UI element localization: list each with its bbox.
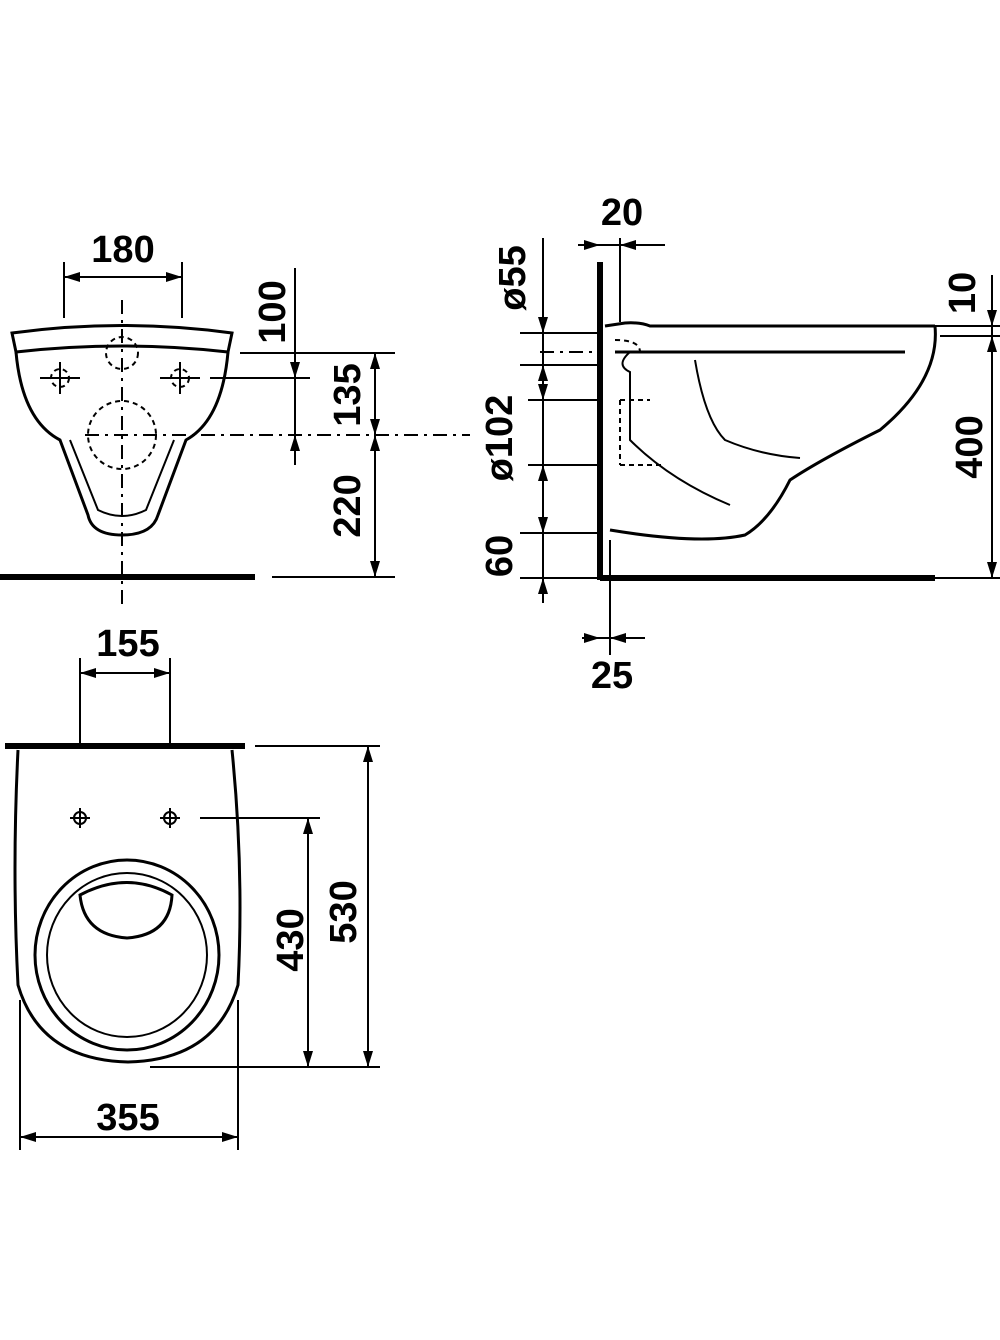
dim-60-label: 60: [479, 535, 521, 577]
dim-180-label: 180: [91, 229, 154, 271]
dim-135-label: 135: [327, 363, 369, 426]
side-bowl-outline: [609, 325, 937, 541]
side-outlet-dotted: [619, 399, 665, 466]
dim-220-label: 220: [327, 474, 369, 537]
side-rim-top: [604, 321, 935, 328]
plan-bowl-opening: [78, 881, 174, 940]
side-trap-inner: [694, 359, 801, 459]
plan-seat-inner: [46, 872, 208, 1038]
dim-430-label: 430: [270, 908, 312, 971]
side-trap-outer: [621, 351, 731, 506]
dim-outlet-label: ø102: [479, 395, 521, 482]
dim-400-label: 400: [949, 415, 991, 478]
plan-view: 155 430 530 355: [5, 623, 380, 1150]
dim-20-label: 20: [601, 192, 643, 234]
dim-25-label: 25: [591, 655, 633, 697]
plan-fixing-left: [70, 808, 90, 828]
plan-seat-outer: [33, 858, 221, 1052]
side-inlet-dotted: [614, 339, 641, 353]
dim-inlet-label: ø55: [492, 245, 534, 310]
dim-100-label: 100: [252, 280, 294, 343]
dim-530-label: 530: [323, 880, 365, 943]
dim-155-label: 155: [96, 623, 159, 665]
side-view: 20 ø55 ø102 60 25 10 400: [479, 192, 1000, 697]
front-view: 180 100 135 220: [0, 229, 470, 605]
front-fixing-right: [160, 362, 200, 394]
dim-10-label: 10: [942, 272, 984, 314]
front-fixing-left: [40, 362, 80, 394]
dim-355-label: 355: [96, 1097, 159, 1139]
plan-outline: [13, 749, 242, 1064]
plan-fixing-right: [160, 808, 180, 828]
